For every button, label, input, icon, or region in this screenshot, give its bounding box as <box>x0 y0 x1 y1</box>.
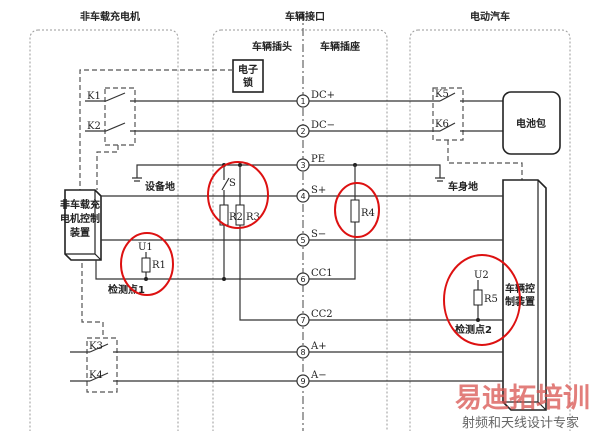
u1-label: U1 <box>138 242 153 253</box>
pin-label: PE <box>311 154 325 165</box>
detect-point-2-label: 检测点2 <box>455 323 492 336</box>
pin-label: DC− <box>311 120 335 131</box>
r4-label: R4 <box>361 208 375 219</box>
a-plus-line <box>70 343 503 353</box>
pin-number: 7 <box>300 316 305 325</box>
pin-4 <box>296 189 310 203</box>
r3-branch <box>239 165 297 321</box>
cc1-line <box>95 260 297 280</box>
pin-7 <box>296 313 310 327</box>
k-control-link <box>96 145 119 190</box>
pin-number: 3 <box>300 161 305 170</box>
dc-minus-line <box>85 122 503 132</box>
charger-ctrl-label: 装置 <box>69 226 90 239</box>
s-label: S <box>229 178 236 189</box>
highlight-circle <box>120 232 174 296</box>
equipment-ground-label: 设备地 <box>145 180 175 193</box>
k3k4-control-link <box>81 255 104 338</box>
pe-line <box>136 164 441 178</box>
lock-control-link <box>79 69 233 190</box>
vehicle-panel <box>409 29 571 431</box>
r5-resistor <box>473 289 483 306</box>
battery-label: 电池包 <box>516 117 546 130</box>
k4-label: K4 <box>89 370 103 381</box>
pin-number: 8 <box>300 348 305 357</box>
k5-label: K5 <box>435 89 449 100</box>
battery-pack <box>502 91 561 155</box>
pin-2 <box>296 124 310 138</box>
k1-label: K1 <box>87 91 101 102</box>
charger-ctrl-label: 非车载充 <box>60 198 100 211</box>
r4-branch <box>309 165 356 280</box>
highlight-circle <box>443 254 521 346</box>
title-interface: 车辆接口 <box>285 10 325 23</box>
highlight-circle <box>334 182 380 238</box>
pin-label: A+ <box>310 341 327 352</box>
k5k6-group <box>432 87 464 141</box>
r1-resistor <box>141 257 151 273</box>
k1k2-group <box>104 87 136 146</box>
k3-label: K3 <box>89 341 103 352</box>
pin-group: 1 DC+ 2 DC− 3 PE 4 S+ 5 S− 6 CC1 7 CC2 8 A+ 9 A− <box>296 90 335 388</box>
pin-number: 1 <box>300 97 305 106</box>
title-charger: 非车载充电机 <box>80 10 140 23</box>
r3-label: R3 <box>246 212 260 223</box>
r2-label: R2 <box>229 212 243 223</box>
pin-number: 2 <box>300 127 305 136</box>
pin-8 <box>296 345 310 359</box>
pin-5 <box>296 233 310 247</box>
electronic-lock <box>232 59 264 93</box>
pin-label: CC2 <box>311 309 333 320</box>
pin-label: S+ <box>311 185 326 196</box>
r4-resistor <box>350 199 360 223</box>
body-ground-label: 车身地 <box>448 180 478 193</box>
charger-ctrl-label: 电机控制 <box>60 212 100 225</box>
pin-1 <box>296 94 310 108</box>
u2-label: U2 <box>474 270 489 281</box>
r5-label: R5 <box>484 294 498 305</box>
watermark-subtitle: 射频和天线设计专家 <box>462 415 579 431</box>
a-minus-line <box>70 372 503 382</box>
pin-label: DC+ <box>311 90 335 101</box>
k5k6-control-link <box>447 140 523 180</box>
r3-resistor <box>235 204 245 226</box>
pin-number: 6 <box>300 275 305 284</box>
lock-label: 电子 <box>238 63 258 76</box>
pin-9 <box>296 374 310 388</box>
pin-number: 5 <box>300 236 305 245</box>
pin-label: CC1 <box>311 268 333 279</box>
r1-label: R1 <box>152 260 166 271</box>
dc-plus-line <box>85 92 503 102</box>
title-vehicle: 电动汽车 <box>470 10 510 23</box>
vehicle-control-unit <box>502 179 547 411</box>
pin-label: S− <box>311 229 326 240</box>
pin-number: 9 <box>300 377 305 386</box>
pin-label: A− <box>310 370 327 381</box>
k2-label: K2 <box>87 121 101 132</box>
pin-3 <box>296 158 310 172</box>
title-plug: 车辆插头 <box>252 40 292 53</box>
lock-label: 锁 <box>243 76 253 89</box>
ground-icon <box>132 177 445 182</box>
k6-label: K6 <box>435 119 449 130</box>
title-socket: 车辆插座 <box>320 40 360 53</box>
watermark-logo: 易迪拓培训 <box>455 383 590 414</box>
interface-panel <box>212 29 388 431</box>
r2-branch <box>221 165 230 279</box>
highlight-circle <box>207 161 269 229</box>
charger-panel <box>29 29 179 431</box>
k3k4-group <box>86 337 118 393</box>
vehicle-ctrl-label: 车辆控 <box>505 282 535 295</box>
pin-number: 4 <box>300 192 305 201</box>
pin-6 <box>296 272 310 286</box>
